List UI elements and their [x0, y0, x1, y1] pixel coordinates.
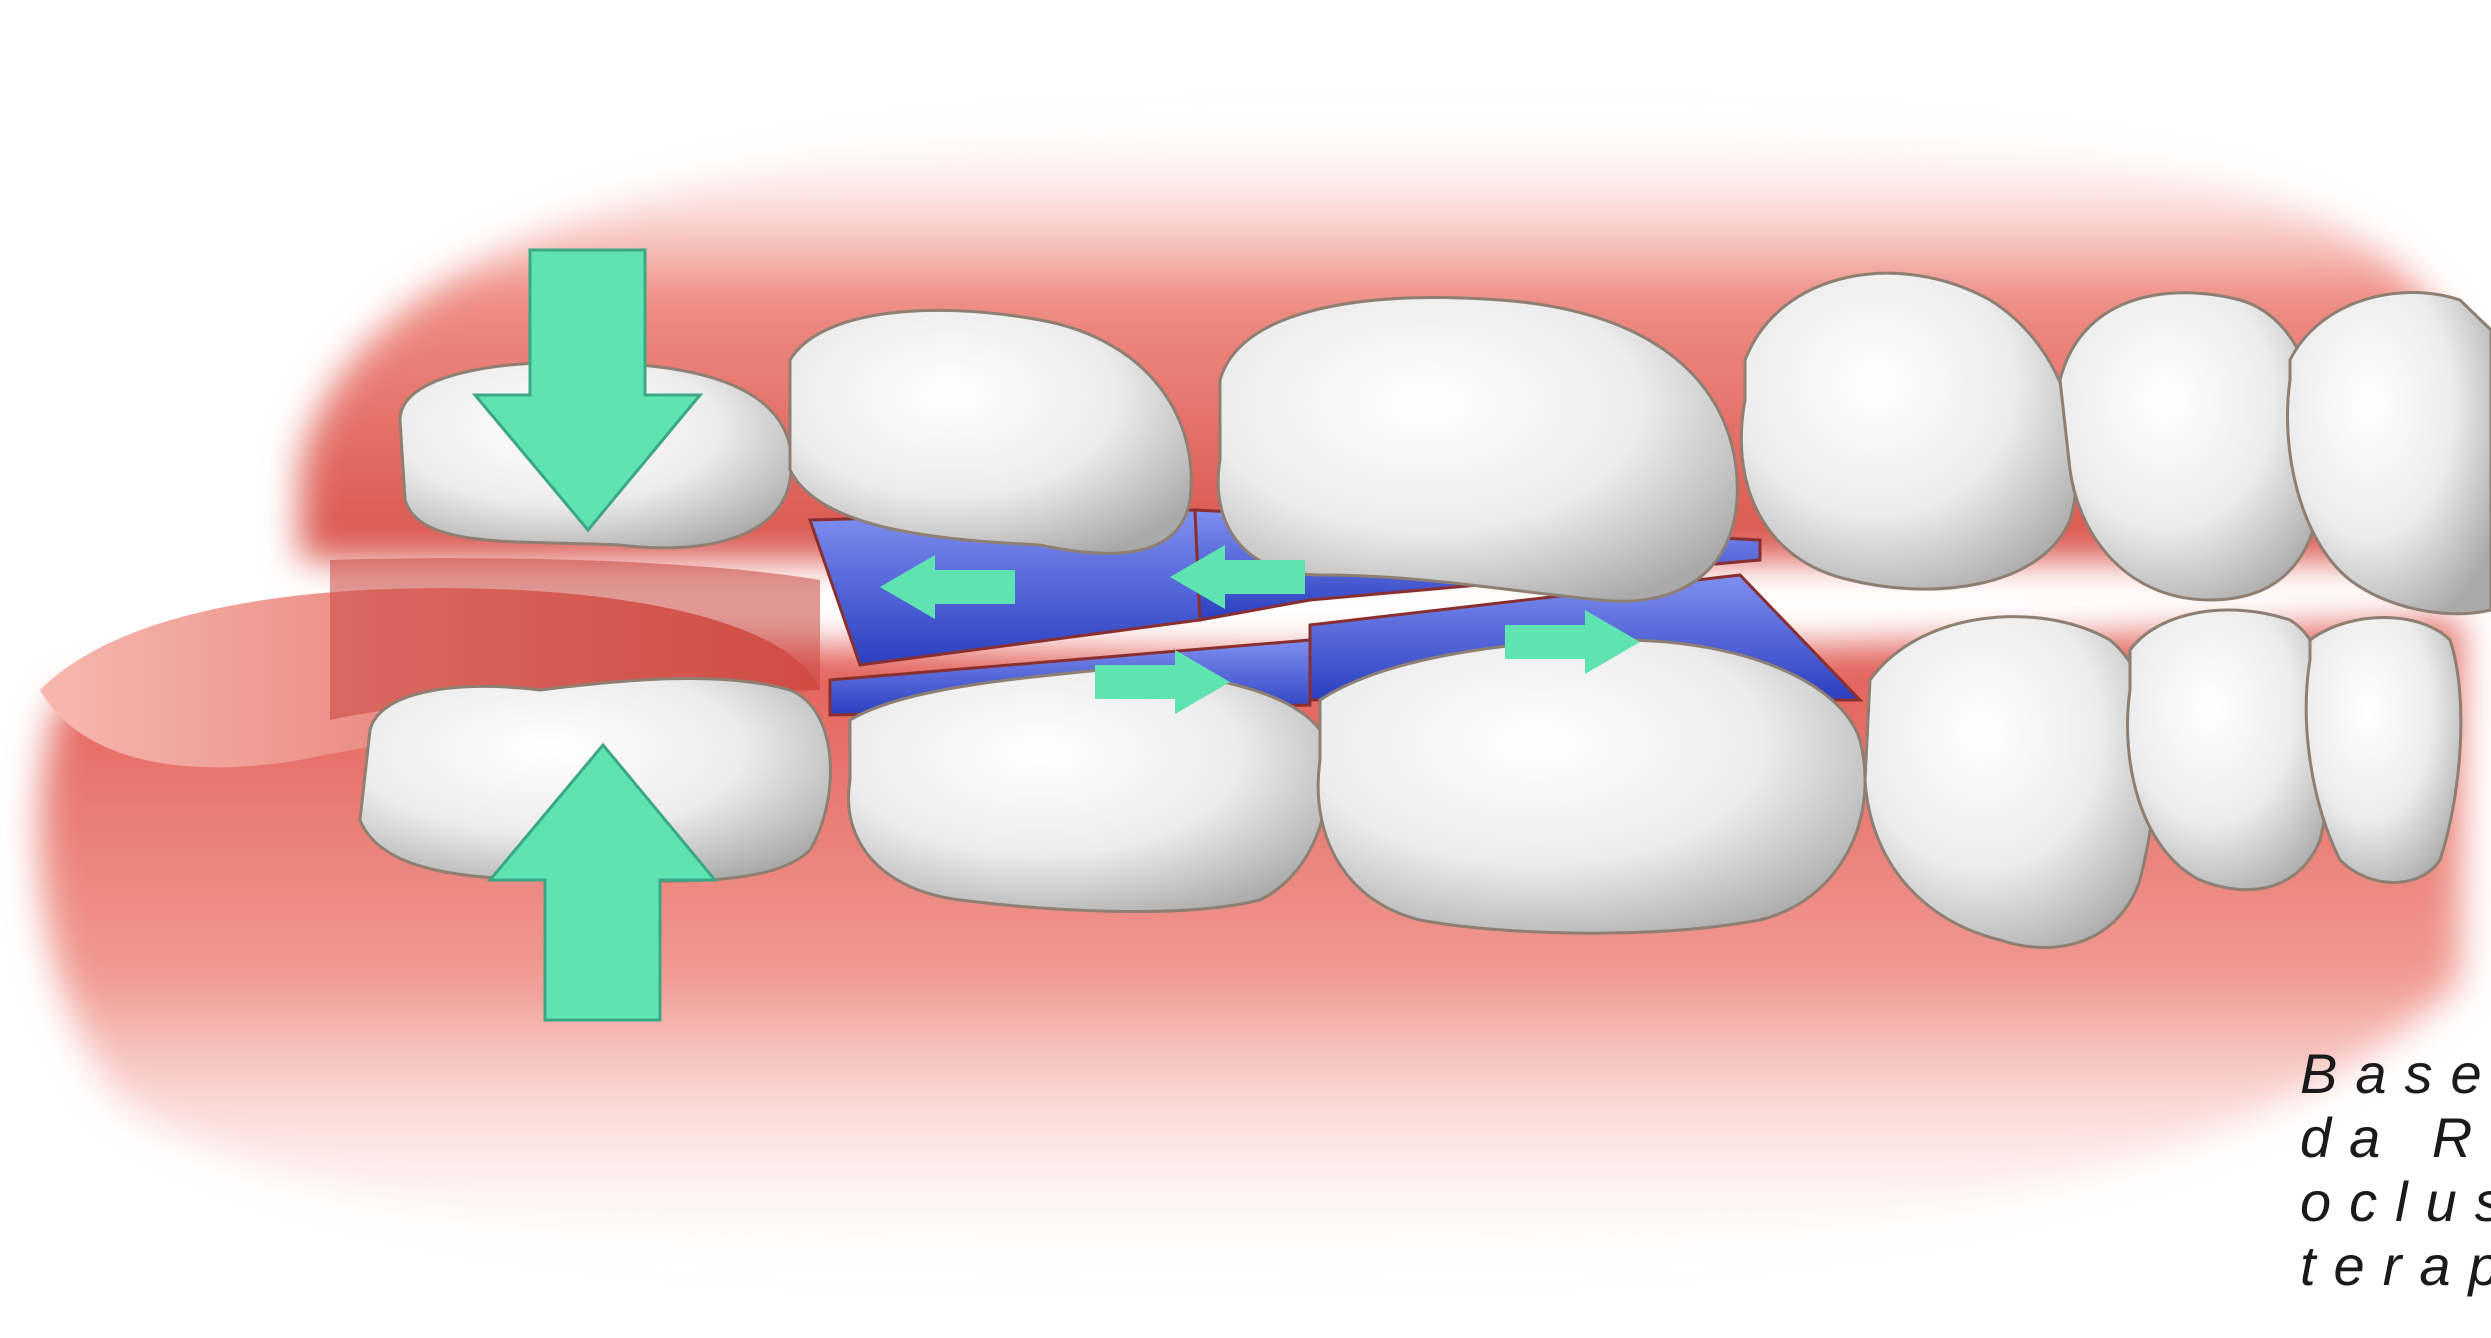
caption-text: Basea da Re oclus terap: [2300, 1042, 2491, 1332]
caption-line: oclus: [2300, 1170, 2491, 1234]
tooth: [2288, 293, 2491, 614]
caption-line: da Re: [2300, 1106, 2491, 1170]
tooth: [848, 670, 1327, 912]
tooth: [1318, 640, 1865, 933]
caption-line: terap: [2300, 1234, 2491, 1298]
caption-line: Basea: [2300, 1042, 2491, 1106]
